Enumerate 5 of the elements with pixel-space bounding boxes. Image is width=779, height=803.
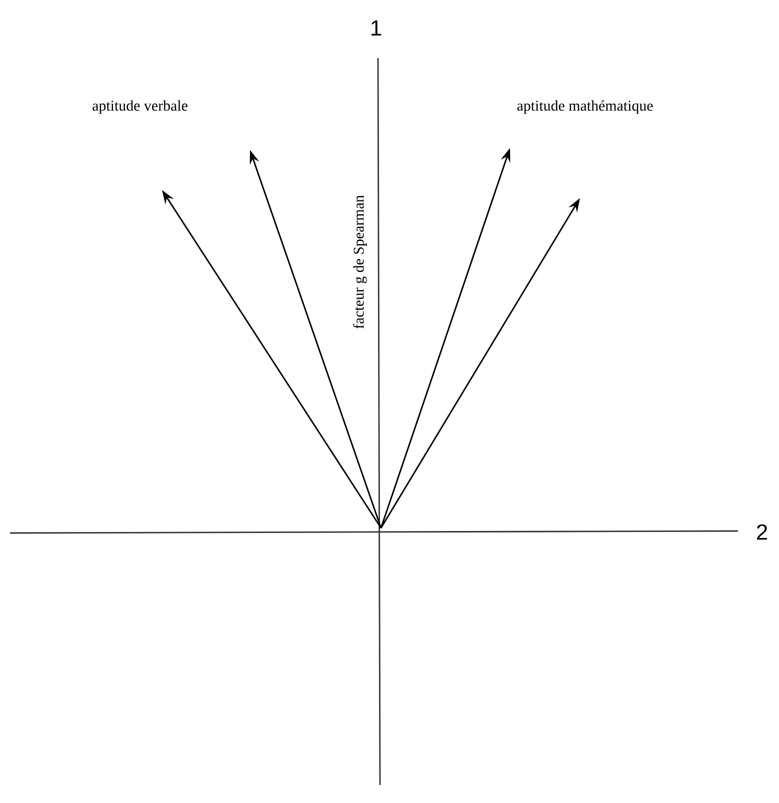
axis-label: 1 (372, 20, 382, 36)
vector-label: aptitude mathématique (517, 100, 653, 114)
vector-label: aptitude verbale (92, 100, 188, 114)
axis-label: 2 (757, 524, 767, 540)
vector-label: facteur g de Spearman (353, 195, 367, 329)
